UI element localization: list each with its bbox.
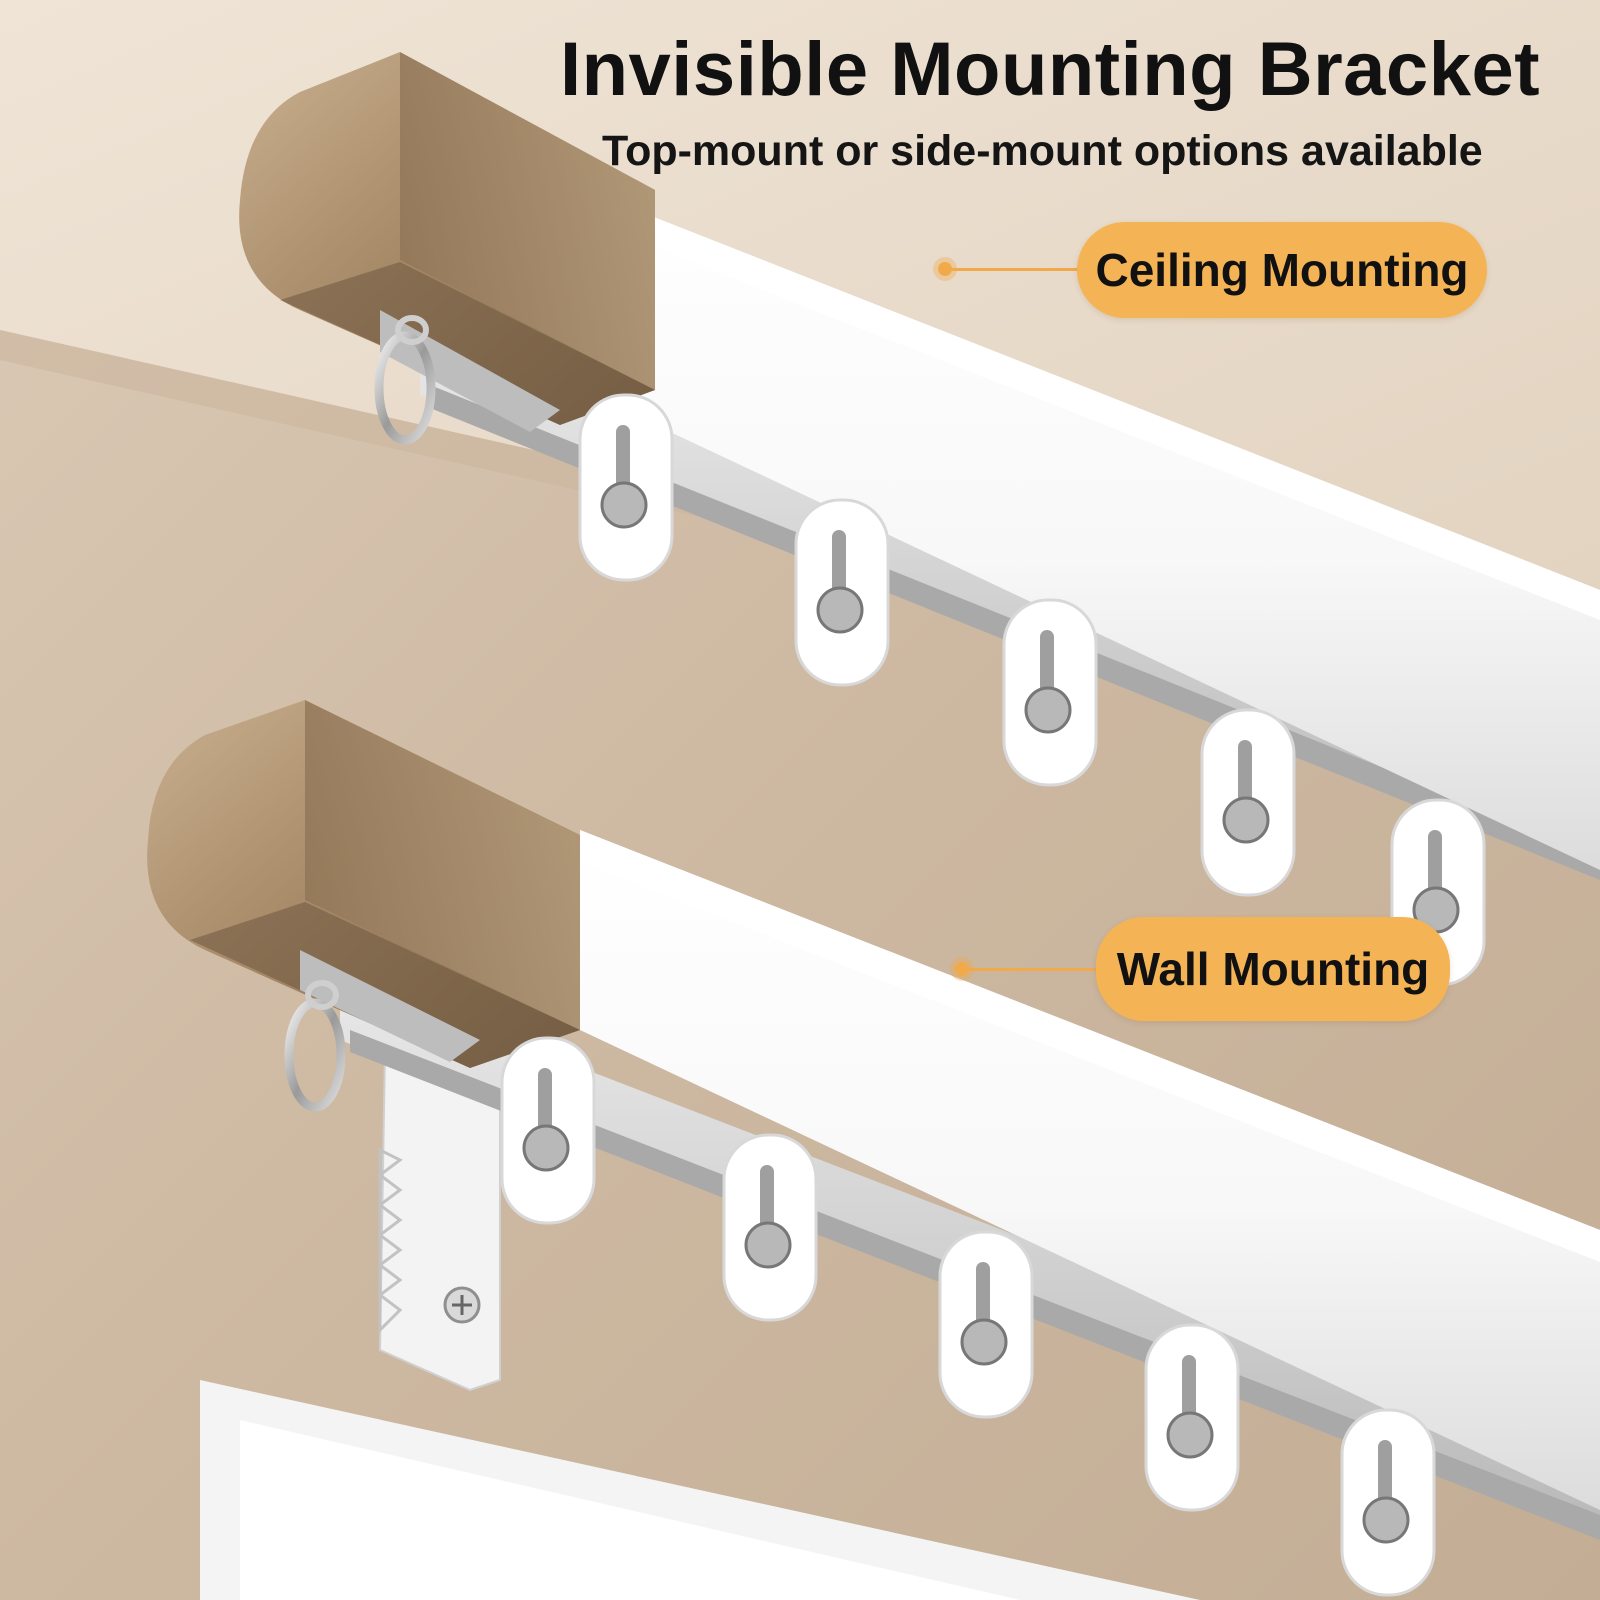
glider <box>722 1133 818 1322</box>
ceiling-mounting-label: Ceiling Mounting <box>1077 222 1487 318</box>
ceiling-callout-line <box>950 268 1080 271</box>
window-panel <box>240 1420 1020 1600</box>
subheadline: Top-mount or side-mount options availabl… <box>602 127 1483 175</box>
glider <box>500 1036 596 1225</box>
glider <box>1340 1408 1436 1597</box>
glider <box>1144 1323 1240 1512</box>
wall-mounting-label: Wall Mounting <box>1096 917 1450 1021</box>
glider <box>1002 598 1098 787</box>
glider <box>938 1230 1034 1419</box>
ceiling-rail-gliders <box>578 393 1486 987</box>
wall-rail-gliders <box>500 1036 1436 1597</box>
wall-callout-line <box>968 968 1098 971</box>
headline: Invisible Mounting Bracket <box>560 27 1541 112</box>
ceiling-callout-dot <box>938 262 952 276</box>
ceiling-rail-ring <box>374 331 436 445</box>
ceiling-rail <box>239 52 1600 880</box>
glider <box>1200 708 1296 897</box>
wall-callout-dot <box>955 962 969 976</box>
glider <box>578 393 674 582</box>
glider <box>794 498 890 687</box>
